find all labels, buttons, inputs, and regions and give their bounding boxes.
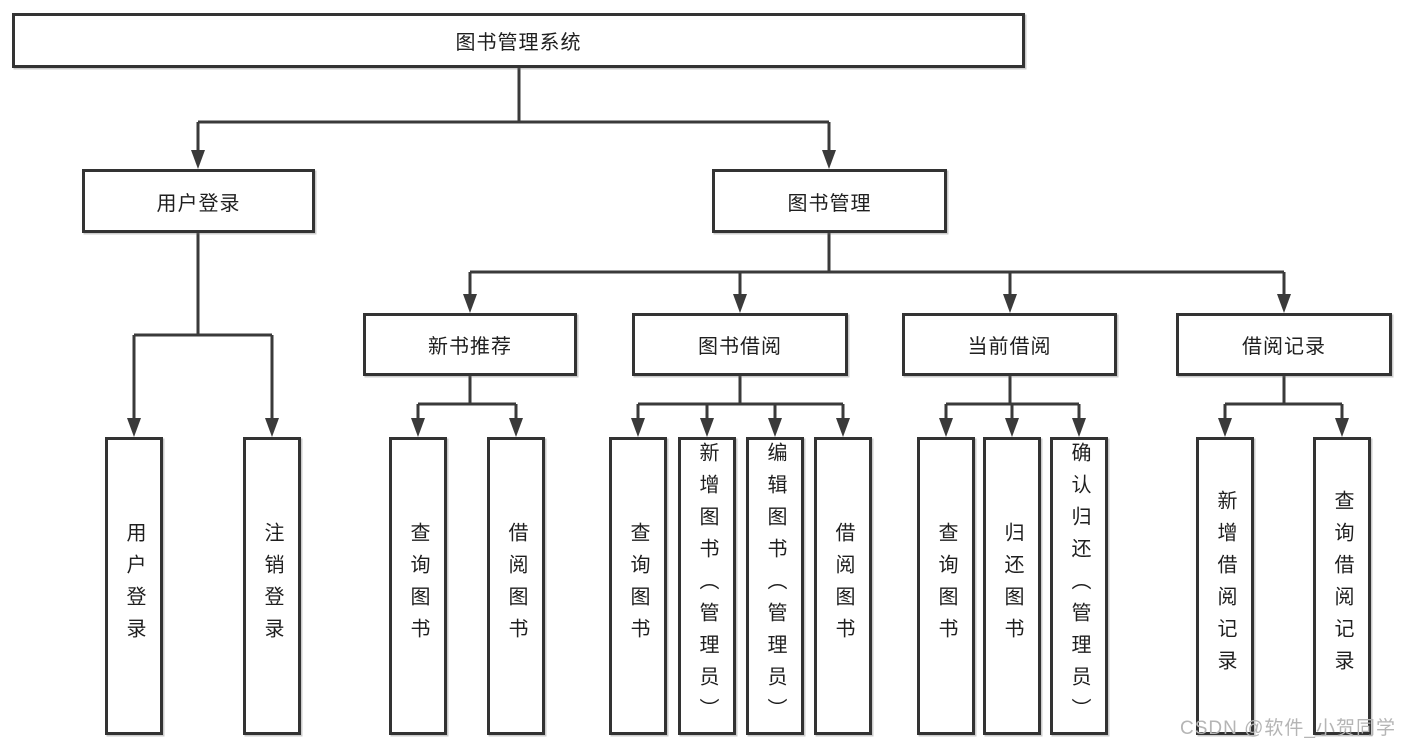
connector-paths — [132, 68, 1344, 420]
arrowheads — [127, 150, 1349, 437]
leaf-query-borrow-record: 查询借阅记录 — [1313, 437, 1371, 735]
leaf-add-borrow-record: 新增借阅记录 — [1196, 437, 1254, 735]
node-new-book-recommend: 新书推荐 — [363, 313, 577, 376]
leaf-query-book-current: 查询图书 — [917, 437, 975, 735]
node-user-login: 用户登录 — [82, 169, 315, 233]
leaf-borrow-book: 借阅图书 — [814, 437, 872, 735]
leaf-edit-book-admin: 编辑图书（管理员） — [746, 437, 804, 735]
node-book-management: 图书管理 — [712, 169, 947, 233]
leaf-borrow-book-recommend: 借阅图书 — [487, 437, 545, 735]
leaf-query-book-borrow: 查询图书 — [609, 437, 667, 735]
leaf-query-book-recommend: 查询图书 — [389, 437, 447, 735]
node-root: 图书管理系统 — [12, 13, 1025, 68]
node-current-borrow: 当前借阅 — [902, 313, 1117, 376]
leaf-return-book: 归还图书 — [983, 437, 1041, 735]
leaf-logout: 注销登录 — [243, 437, 301, 735]
leaf-confirm-return-admin: 确认归还（管理员） — [1050, 437, 1108, 735]
node-book-borrow: 图书借阅 — [632, 313, 848, 376]
watermark: CSDN @软件_小贺同学 — [1180, 718, 1396, 739]
leaf-user-login: 用户登录 — [105, 437, 163, 735]
node-borrow-records: 借阅记录 — [1176, 313, 1392, 376]
leaf-add-book-admin: 新增图书（管理员） — [678, 437, 736, 735]
